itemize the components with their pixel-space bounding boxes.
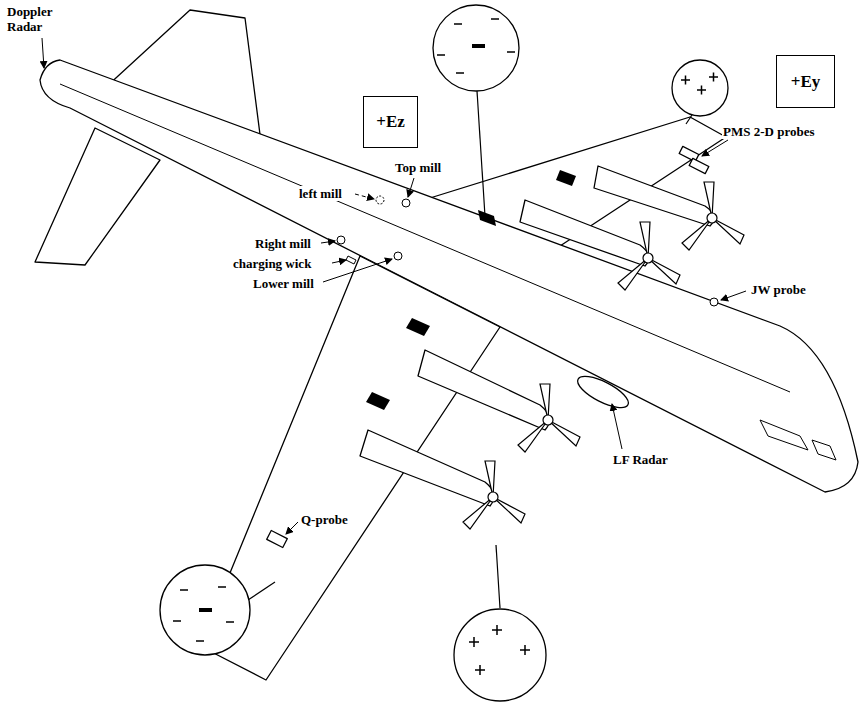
propeller <box>618 222 680 290</box>
field-component-box: +Ez <box>363 96 418 148</box>
charging-wick <box>346 256 356 264</box>
positive-charges <box>469 625 530 675</box>
engine-nacelle <box>418 350 549 430</box>
part-label: Q-probe <box>300 512 349 527</box>
leader-arrow <box>355 194 374 199</box>
field-component-box: +Ey <box>776 55 835 108</box>
cockpit-window <box>760 420 808 450</box>
leader-arrow <box>321 241 335 243</box>
leader-arrow <box>323 259 392 282</box>
pms-probe <box>689 158 709 173</box>
right-mill <box>337 236 345 244</box>
top-mill <box>402 199 410 207</box>
negative-charges <box>437 19 515 73</box>
charge-circle <box>160 565 250 655</box>
part-label: Doppler Radar <box>6 4 72 34</box>
part-label: JW probe <box>750 282 807 297</box>
leader-arrow <box>721 291 746 300</box>
positive-charges <box>681 73 718 95</box>
propeller <box>463 461 525 529</box>
charge-circle <box>454 609 546 701</box>
mill-band <box>406 318 430 336</box>
part-label: Lower mill <box>252 276 315 291</box>
part-label: PMS 2-D probes <box>722 124 815 139</box>
mill-band <box>478 210 496 226</box>
jw-probe <box>710 298 718 306</box>
leader-arrow <box>286 522 298 534</box>
left-mill <box>376 196 384 204</box>
fuselage <box>40 60 858 492</box>
stem-line <box>496 545 500 608</box>
part-label: LF Radar <box>612 452 669 467</box>
mill-band <box>366 392 390 410</box>
stem-line <box>477 91 485 216</box>
charge-circle <box>433 5 519 91</box>
part-label: charging wick <box>232 256 312 271</box>
stem-line <box>248 582 275 600</box>
lower-mill <box>394 252 402 260</box>
radar-bulge <box>574 370 633 413</box>
field-component-label: +Ez <box>376 112 405 132</box>
field-component-label: +Ey <box>791 72 821 92</box>
part-label: left mill <box>298 186 343 201</box>
leader-arrow <box>332 260 346 263</box>
leader-arrow <box>612 404 622 449</box>
negative-charges <box>173 587 234 641</box>
charge-circle <box>672 60 728 116</box>
leader-arrow <box>42 38 44 68</box>
q-probe <box>267 530 288 547</box>
stem-line <box>686 115 692 124</box>
propeller <box>518 384 580 452</box>
horizontal-stabilizer <box>35 128 160 265</box>
leader-arrow <box>702 140 728 156</box>
part-label: Top mill <box>394 160 442 175</box>
cockpit-window <box>812 440 836 460</box>
propeller <box>682 182 744 250</box>
part-label: Right mill <box>254 236 312 251</box>
leader-arrow <box>408 178 414 197</box>
engine-nacelle <box>360 430 494 506</box>
engine-nacelle <box>594 166 714 226</box>
fuselage-line <box>60 84 790 392</box>
mill-band <box>556 170 576 186</box>
